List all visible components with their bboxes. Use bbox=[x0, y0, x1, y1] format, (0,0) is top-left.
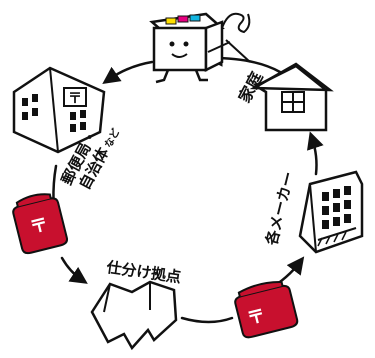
sorting-center-building-icon bbox=[90, 280, 178, 351]
arrow-sorting-to-manufacturer bbox=[180, 316, 234, 324]
arrow-manufacturer-to-household bbox=[307, 131, 324, 176]
ink-cartridge-character-icon bbox=[149, 12, 251, 84]
house-icon bbox=[249, 62, 334, 132]
label-manufacturer: 各メーカー bbox=[262, 170, 298, 248]
mail-bag-left-icon: 〒 bbox=[12, 193, 69, 255]
post-office-building-icon: 〒 bbox=[12, 66, 106, 154]
mail-bag-right-mark: 〒 bbox=[245, 305, 268, 330]
label-sorting-center: 仕分け拠点 bbox=[104, 258, 182, 286]
arrow-postoffice-to-sorting-head bbox=[60, 256, 88, 284]
post-office-sign-mark: 〒 bbox=[68, 91, 82, 107]
mail-bag-right-icon: 〒 bbox=[234, 281, 299, 339]
arrow-cartridge-to-postoffice bbox=[102, 60, 154, 85]
factory-building-icon bbox=[298, 170, 364, 254]
label-post-office-suffix: など bbox=[101, 126, 122, 150]
mail-bag-left-mark: 〒 bbox=[28, 214, 51, 239]
